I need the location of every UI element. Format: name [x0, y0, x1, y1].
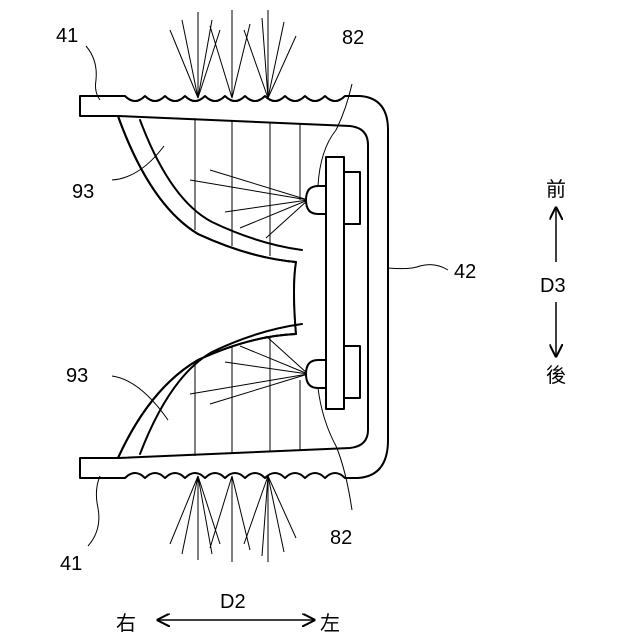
- circuit-board: [326, 157, 344, 409]
- label-42: 42: [454, 261, 476, 283]
- incoming-light-top: [170, 10, 296, 98]
- label-93-top: 93: [72, 181, 94, 203]
- label-93-bottom: 93: [66, 365, 88, 387]
- label-82-top: 82: [342, 27, 364, 49]
- label-front: 前: [546, 178, 566, 201]
- heatsink-top: [344, 172, 360, 224]
- label-d3: D3: [540, 275, 566, 297]
- incoming-light-bottom: [170, 476, 296, 562]
- heatsink-bottom: [344, 346, 360, 398]
- label-82-bottom: 82: [330, 527, 352, 549]
- label-41-top: 41: [56, 25, 78, 47]
- label-41-bottom: 41: [60, 553, 82, 575]
- label-right: 右: [116, 612, 136, 635]
- led-bottom: [306, 360, 326, 388]
- label-rear: 後: [546, 364, 566, 387]
- label-left: 左: [320, 612, 340, 635]
- label-d2: D2: [220, 591, 246, 613]
- led-top: [306, 186, 326, 214]
